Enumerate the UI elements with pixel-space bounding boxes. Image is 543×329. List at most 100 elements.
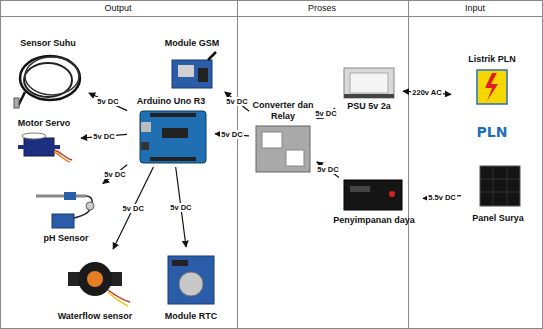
power-connector	[225, 92, 249, 111]
arduino-board-icon-part	[140, 111, 206, 163]
psu-icon-part	[344, 94, 394, 98]
temperature-sensor-icon-part	[24, 63, 72, 97]
component-label: Converter dan Relay	[252, 100, 314, 122]
temperature-sensor-icon-part	[25, 57, 79, 95]
column-header: Output	[104, 2, 131, 14]
voltage-label: 5v DC	[92, 132, 115, 141]
waterflow-sensor-icon-part	[108, 292, 128, 306]
converter-relay-icon-part	[286, 150, 304, 166]
waterflow-sensor-icon-part	[78, 262, 112, 296]
solar-panel-icon	[480, 166, 520, 206]
table-grid-part	[237, 0, 238, 329]
power-supply-node: PSU 5v 2a	[336, 66, 402, 112]
battery-storage-icon-part	[389, 191, 395, 197]
power-source-node: Panel Surya	[462, 162, 534, 224]
ph-sensor-icon-part	[86, 202, 94, 210]
voltage-label: 220v AC	[411, 88, 442, 97]
power-connector	[317, 162, 339, 178]
power-connector	[113, 167, 153, 249]
ph-sensor-icon-part	[36, 195, 86, 198]
gsm-module-icon-part	[208, 52, 216, 60]
component-label: pH Sensor	[43, 233, 88, 244]
gsm-module-icon	[172, 52, 216, 88]
converter-relay-icon	[256, 126, 310, 172]
actuator-node: Motor Servo	[8, 118, 80, 164]
voltage-label: 5v DC	[169, 203, 192, 212]
table-grid-part	[0, 16, 543, 17]
solar-panel-icon-part	[493, 166, 494, 206]
psu-icon-part	[350, 73, 388, 93]
component-label: Motor Servo	[18, 118, 71, 129]
ph-sensor-icon-part	[52, 214, 74, 228]
psu-icon	[344, 68, 394, 98]
component-label: Listrik PLN	[468, 54, 516, 65]
solar-panel-icon-part	[480, 179, 520, 180]
psu-icon-part	[344, 68, 394, 98]
rtc-module-icon-part	[179, 272, 203, 296]
component-label: Sensor Suhu	[20, 38, 76, 49]
arduino-board-icon-part	[150, 157, 196, 161]
component-label: Panel Surya	[472, 213, 524, 224]
storage-node: Penyimpanan daya	[326, 178, 422, 226]
pln-logo-icon-part	[477, 70, 507, 104]
component-label: PSU 5v 2a	[347, 101, 391, 112]
gsm-module-icon-part	[172, 60, 212, 88]
servo-motor-icon-part	[54, 152, 70, 162]
waterflow-sensor-icon-part	[68, 272, 122, 286]
voltage-label: 5v DC	[220, 130, 243, 139]
gsm-module-icon-part	[178, 65, 194, 77]
voltage-label: 5v DC	[96, 97, 119, 106]
ph-sensor-icon	[36, 192, 94, 228]
power-source-node: Listrik PLN PLN	[452, 54, 532, 140]
component-label: Module RTC	[165, 311, 218, 322]
voltage-label: 5v DC	[225, 97, 248, 106]
table-grid-part	[408, 0, 409, 329]
power-connector	[89, 93, 127, 111]
battery-storage-icon	[344, 180, 402, 210]
solar-panel-icon-part	[507, 166, 508, 206]
column-header: Input	[465, 2, 485, 14]
rtc-module-icon	[168, 256, 214, 304]
temperature-sensor-icon-part	[14, 98, 19, 108]
servo-motor-icon	[18, 133, 72, 162]
voltage-label: 5v DC	[314, 109, 337, 118]
logo-text: PLN	[477, 124, 508, 140]
voltage-label: 5v DC	[122, 204, 145, 213]
sensor-node: Waterflow sensor	[45, 250, 145, 322]
controller-node: Arduino Uno R3	[128, 96, 214, 166]
voltage-label: 5v DC	[103, 170, 126, 179]
voltage-label: 5.5v DC	[427, 193, 457, 202]
arduino-board-icon-part	[141, 122, 151, 132]
sensor-node: pH Sensor	[30, 180, 102, 244]
temperature-sensor-icon-part	[20, 56, 80, 100]
solar-panel-icon-part	[480, 192, 520, 193]
pln-logo-icon-part	[485, 73, 498, 101]
battery-storage-icon-part	[350, 186, 370, 192]
arduino-board-icon-part	[150, 113, 196, 117]
module-node: Module RTC	[160, 248, 222, 322]
gsm-module-icon-part	[198, 68, 208, 82]
ph-sensor-icon-part	[64, 192, 76, 200]
module-node: Module GSM	[160, 38, 224, 94]
rtc-module-icon-part	[172, 260, 188, 266]
voltage-label: 5v DC	[316, 165, 339, 174]
battery-storage-icon-part	[344, 180, 402, 210]
power-connector	[103, 165, 127, 184]
arduino-board-icon-part	[162, 128, 188, 138]
converter-relay-icon-part	[262, 132, 282, 148]
waterflow-sensor-icon-part	[87, 271, 103, 287]
servo-motor-icon-part	[22, 133, 46, 139]
solar-panel-icon-part	[480, 166, 520, 206]
pln-logo-icon	[477, 70, 507, 104]
component-label: Waterflow sensor	[58, 311, 133, 322]
converter-relay-icon-part	[256, 126, 310, 172]
servo-motor-icon-part	[18, 145, 60, 149]
column-header: Proses	[308, 2, 336, 14]
rtc-module-icon-part	[168, 256, 214, 304]
arduino-board-icon-part	[141, 142, 149, 150]
